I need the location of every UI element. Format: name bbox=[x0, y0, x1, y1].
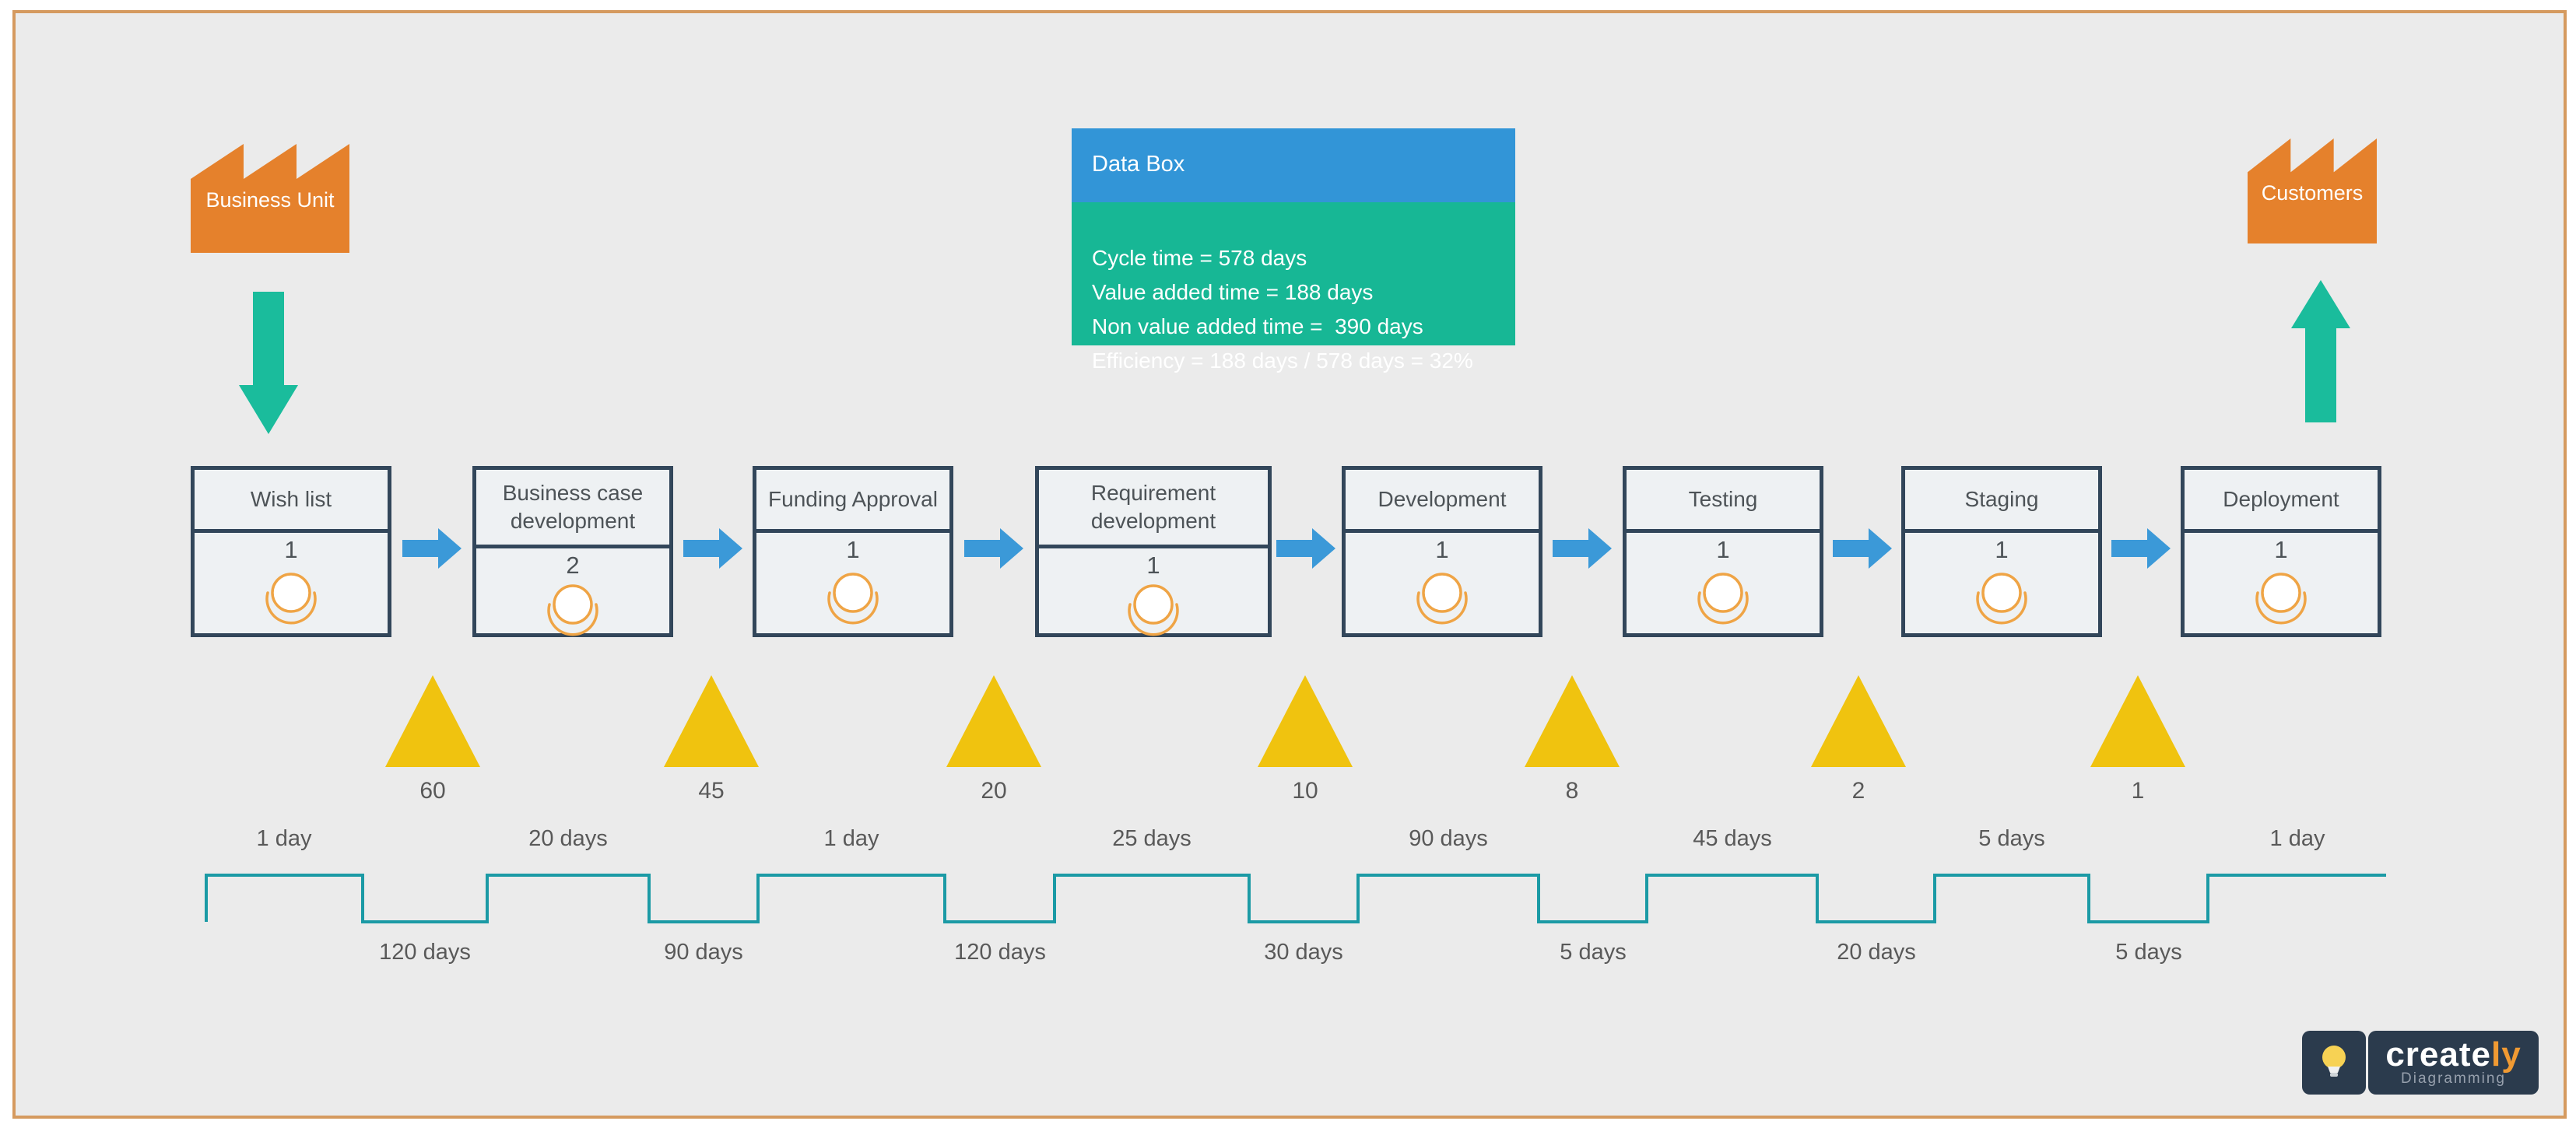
data-box-metrics: Cycle time = 578 days Value added time =… bbox=[1072, 202, 1515, 378]
wordmark-accent: ly bbox=[2490, 1035, 2522, 1074]
non-value-added-time: 5 days bbox=[2115, 940, 2182, 965]
flow-right-arrow-icon bbox=[1553, 528, 1612, 569]
non-value-added-time: 20 days bbox=[1837, 940, 1916, 965]
data-box: Data Box Cycle time = 578 days Value add… bbox=[1072, 128, 1515, 373]
process-title: Funding Approval bbox=[756, 470, 949, 533]
value-added-time: 25 days bbox=[1112, 826, 1191, 851]
flow-right-arrow-icon bbox=[683, 528, 742, 569]
process-box-development: Development 1 bbox=[1342, 466, 1542, 637]
non-value-added-time: 120 days bbox=[954, 940, 1046, 965]
process-box-wish-list: Wish list 1 bbox=[191, 466, 391, 637]
process-title: Business case development bbox=[476, 470, 669, 548]
inventory-triangle-icon bbox=[2090, 675, 2185, 767]
process-box-funding-approval: Funding Approval 1 bbox=[753, 466, 953, 637]
inventory-count: 10 bbox=[1292, 778, 1318, 804]
metric-cycle-time: Cycle time = 578 days bbox=[1092, 246, 1307, 270]
factory-icon bbox=[191, 144, 349, 253]
creately-bulb-badge[interactable] bbox=[2302, 1031, 2366, 1095]
operator-icon bbox=[827, 573, 879, 625]
flow-right-arrow-icon bbox=[2111, 528, 2171, 569]
inventory-count: 45 bbox=[698, 778, 725, 804]
value-added-time: 5 days bbox=[1978, 826, 2045, 851]
inventory-triangle-icon bbox=[1811, 675, 1906, 767]
inventory-triangle-icon bbox=[946, 675, 1041, 767]
process-title: Development bbox=[1346, 470, 1539, 533]
non-value-added-time: 5 days bbox=[1560, 940, 1627, 965]
operator-icon bbox=[1976, 573, 2027, 625]
inventory-count: 60 bbox=[419, 778, 446, 804]
inventory-triangle-icon bbox=[1258, 675, 1353, 767]
timeline-ladder bbox=[205, 874, 2386, 923]
data-box-body bbox=[1072, 202, 1515, 345]
operator-icon bbox=[547, 584, 598, 636]
flow-down-arrow-icon bbox=[239, 292, 298, 434]
data-box-header: Data Box bbox=[1072, 128, 1515, 202]
non-value-added-time: 120 days bbox=[379, 940, 471, 965]
inventory-triangle-icon bbox=[1525, 675, 1620, 767]
operator-icon bbox=[265, 573, 317, 625]
process-box-testing: Testing 1 bbox=[1623, 466, 1823, 637]
value-added-time: 1 day bbox=[256, 826, 312, 851]
value-added-time: 45 days bbox=[1693, 826, 1772, 851]
creately-wordmark-badge[interactable]: creately Diagramming bbox=[2368, 1031, 2539, 1095]
operator-icon bbox=[1416, 573, 1468, 625]
operator-count: 1 bbox=[1146, 552, 1160, 579]
flow-right-arrow-icon bbox=[402, 528, 462, 569]
inventory-triangle-icon bbox=[385, 675, 480, 767]
inventory-count: 2 bbox=[1851, 778, 1865, 804]
business-unit-label: Business Unit bbox=[205, 188, 335, 212]
customers-factory: Customers bbox=[2248, 138, 2377, 243]
operator-icon bbox=[1128, 584, 1179, 636]
customers-label: Customers bbox=[2261, 181, 2364, 205]
process-box-staging: Staging 1 bbox=[1901, 466, 2102, 637]
flow-right-arrow-icon bbox=[1833, 528, 1892, 569]
flow-right-arrow-icon bbox=[964, 528, 1023, 569]
factory-icon bbox=[2248, 138, 2377, 243]
metric-efficiency: Efficiency = 188 days / 578 days = 32% bbox=[1092, 349, 1473, 373]
business-unit-factory: Business Unit bbox=[191, 144, 349, 253]
non-value-added-time: 30 days bbox=[1264, 940, 1343, 965]
operator-icon bbox=[1697, 573, 1749, 625]
process-box-deployment: Deployment 1 bbox=[2181, 466, 2381, 637]
operator-count: 1 bbox=[1716, 536, 1730, 563]
inventory-count: 1 bbox=[2131, 778, 2145, 804]
inventory-triangle-icon bbox=[664, 675, 759, 767]
operator-count: 2 bbox=[566, 552, 580, 579]
creately-tagline: Diagramming bbox=[2401, 1070, 2506, 1087]
process-title: Testing bbox=[1627, 470, 1820, 533]
flow-right-arrow-icon bbox=[1276, 528, 1335, 569]
inventory-count: 8 bbox=[1565, 778, 1579, 804]
metric-value-added-time: Value added time = 188 days bbox=[1092, 280, 1374, 304]
creately-wordmark: creately bbox=[2385, 1038, 2521, 1072]
operator-count: 1 bbox=[284, 536, 298, 563]
operator-count: 1 bbox=[1435, 536, 1449, 563]
inventory-count: 20 bbox=[981, 778, 1007, 804]
value-added-time: 20 days bbox=[528, 826, 608, 851]
process-title: Staging bbox=[1905, 470, 2098, 533]
process-box-requirement-development: Requirement development 1 bbox=[1035, 466, 1272, 637]
metric-non-value-added-time: Non value added time = 390 days bbox=[1092, 314, 1423, 338]
operator-icon bbox=[2255, 573, 2307, 625]
value-added-time: 90 days bbox=[1409, 826, 1488, 851]
non-value-added-time: 90 days bbox=[664, 940, 743, 965]
process-box-business-case-development: Business case development 2 bbox=[472, 466, 673, 637]
operator-count: 1 bbox=[846, 536, 860, 563]
data-box-title: Data Box bbox=[1092, 152, 1185, 177]
process-title: Deployment bbox=[2185, 470, 2378, 533]
operator-count: 1 bbox=[2274, 536, 2288, 563]
operator-count: 1 bbox=[1995, 536, 2009, 563]
process-title: Wish list bbox=[195, 470, 388, 533]
process-title: Requirement development bbox=[1039, 470, 1268, 548]
value-added-time: 1 day bbox=[823, 826, 879, 851]
flow-up-arrow-icon bbox=[2291, 280, 2350, 422]
lightbulb-icon bbox=[2322, 1046, 2346, 1077]
value-added-time: 1 day bbox=[2269, 826, 2325, 851]
wordmark-main: create bbox=[2385, 1035, 2491, 1074]
